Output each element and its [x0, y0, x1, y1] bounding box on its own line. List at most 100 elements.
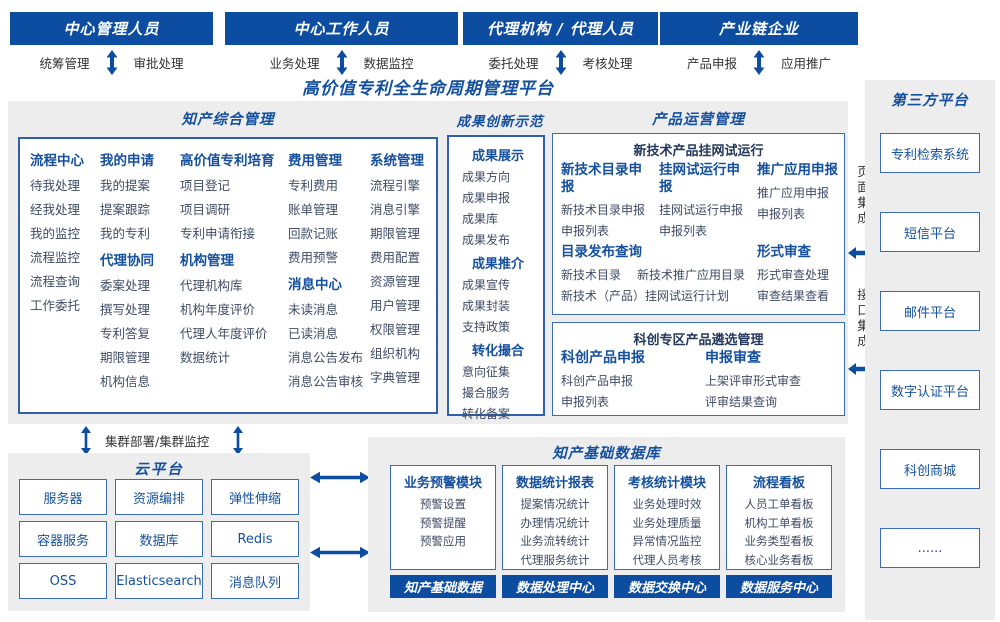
menu-item: 异常情况监控 — [632, 534, 702, 548]
double-arrow-vertical-icon — [80, 426, 92, 455]
comprehensive-title: 知产综合管理 — [181, 112, 275, 128]
double-arrow-vertical-icon — [106, 49, 118, 75]
menu-item: 流程引擎 — [370, 178, 421, 193]
ops-section-trial-declare: 挂网试运行申报 挂网试运行申报申报列表 — [659, 162, 753, 244]
menu-item: 期限管理 — [100, 350, 151, 365]
section-header: 业务预警模块 — [403, 476, 482, 491]
section-header: 申报审查 — [705, 350, 761, 366]
column-fee-management: 费用管理 专利费用账单管理回款记账费用预警 消息中心 未读消息已读消息消息公告发… — [288, 149, 363, 397]
db-module-warning: 业务预警模块 预警设置预警提醒预警应用 — [390, 465, 496, 570]
cloud-service-box: Redis — [211, 521, 299, 557]
third-party-box: 专利检索系统 — [880, 133, 980, 173]
menu-item: 撮合服务 — [462, 386, 511, 400]
cloud-service-box: 服务器 — [19, 479, 107, 515]
role-left-label: 委托处理 — [488, 55, 539, 71]
role-right-label: 审批处理 — [133, 55, 184, 71]
section-header: 流程中心 — [30, 153, 84, 169]
section-header: 机构管理 — [180, 253, 234, 269]
menu-item: 流程查询 — [30, 274, 81, 289]
double-arrow-horizontal-icon — [310, 471, 370, 484]
cloud-service-box: 消息队列 — [211, 563, 299, 599]
role-left-label: 业务处理 — [269, 55, 320, 71]
cloud-service-box: 资源编排 — [115, 479, 203, 515]
section-header: 形式审查 — [757, 244, 811, 260]
innovation-box: 成果展示 成果方向成果申报成果库成果发布 成果推介 成果宣传成果封装支持政策 转… — [447, 135, 545, 421]
menu-item: 机构年度评价 — [180, 302, 256, 317]
menu-item: 成果宣传 — [462, 278, 511, 292]
menu-item: 上架评审形式审查 — [705, 374, 802, 388]
menu-item: 用户管理 — [370, 298, 421, 313]
platform-title: 高价值专利全生命周期管理平台 — [302, 79, 554, 99]
menu-item: 业务类型看板 — [744, 534, 814, 548]
menu-item: 消息公告审核 — [288, 374, 364, 389]
ops-section-catalog-declare: 新技术目录申报 新技术目录申报申报列表 — [561, 162, 655, 244]
section-header: 推广应用申报 — [757, 162, 838, 178]
selection-box: 科创专区产品遴选管理 科创产品申报 科创产品申报申报列表 申报审查 上架评审形式… — [552, 322, 845, 416]
menu-item: 转化备案 — [462, 407, 511, 421]
cloud-service-box: 数据库 — [115, 521, 203, 557]
menu-item: 成果库 — [462, 212, 499, 226]
menu-item: 意向征集 — [462, 365, 511, 379]
menu-item: 新技术目录申报 — [561, 203, 646, 217]
ops-section-formal-review: 形式审查 形式审查处理审查结果查看 — [757, 244, 843, 309]
cloud-platform-title: 云平台 — [134, 462, 184, 478]
innovation-section-display: 成果展示 成果方向成果申报成果库成果发布 — [453, 145, 543, 249]
menu-item: 我的提案 — [100, 178, 151, 193]
db-footer-bar: 知产基础数据数据处理中心数据交换中心数据服务中心 — [390, 575, 832, 598]
third-party-box: 科创商城 — [880, 449, 980, 489]
menu-item: 申报列表 — [757, 207, 806, 221]
role-title-bar: 中心工作人员 — [225, 12, 458, 45]
role-right-label: 应用推广 — [781, 55, 832, 71]
third-party-box: 短信平台 — [880, 212, 980, 252]
menu-item: 提案跟踪 — [100, 202, 151, 217]
innovation-section-promotion: 成果推介 成果宣传成果封装支持政策 — [453, 253, 543, 336]
db-footer-button: 知产基础数据 — [390, 575, 496, 598]
column-system-management: 系统管理 流程引擎消息引擎期限管理费用配置资源管理用户管理权限管理组织机构字典管… — [370, 149, 424, 393]
menu-item: 办理情况统计 — [520, 515, 590, 530]
cloud-service-box: 容器服务 — [19, 521, 107, 557]
menu-item: 专利答复 — [100, 326, 151, 341]
menu-item: 形式审查处理 — [757, 268, 830, 282]
menu-item: 预警提醒 — [420, 515, 466, 530]
menu-item: 待我处理 — [30, 178, 81, 193]
trial-run-box: 新技术产品挂网试运行 新技术目录申报 新技术目录申报申报列表 挂网试运行申报 挂… — [552, 133, 845, 315]
menu-item: 审查结果查看 — [757, 289, 830, 303]
db-module-statistics: 数据统计报表 提案情况统计办理情况统计业务流转统计代理服务统计 — [502, 465, 608, 570]
menu-item: 业务处理时效 — [632, 497, 702, 511]
role-title-bar: 中心管理人员 — [10, 12, 213, 45]
menu-item: 数据统计 — [180, 350, 231, 365]
menu-item: 推广应用申报 — [757, 186, 830, 200]
menu-item: 账单管理 — [288, 202, 339, 217]
column-patent-cultivation: 高价值专利培育 项目登记项目调研专利申请衔接 机构管理 代理机构库机构年度评价代… — [180, 149, 275, 373]
menu-item: 成果发布 — [462, 233, 511, 247]
section-header: 挂网试运行申报 — [659, 162, 740, 195]
section-header: 目录发布查询 — [561, 244, 642, 260]
menu-item: 业务处理质量 — [632, 515, 702, 530]
menu-item: 流程监控 — [30, 250, 81, 265]
section-header: 系统管理 — [370, 153, 424, 169]
column-my-application: 我的申请 我的提案提案跟踪我的专利 代理协同 委案处理撰写处理专利答复期限管理机… — [100, 149, 154, 397]
menu-item: 经我处理 — [30, 202, 81, 217]
section-header: 代理协同 — [100, 253, 154, 269]
menu-item: 撰写处理 — [100, 302, 151, 317]
menu-item: 工作委托 — [30, 298, 81, 313]
menu-item: 委案处理 — [100, 278, 151, 293]
section-header: 考核统计模块 — [627, 476, 706, 491]
section-header: 流程看板 — [752, 476, 805, 491]
menu-item: 代理机构库 — [180, 278, 243, 293]
cloud-service-box: Elasticsearch — [115, 563, 203, 599]
role-group-center-managers: 中心管理人员 统筹管理 审批处理 — [10, 12, 213, 75]
menu-item: 支持政策 — [462, 320, 511, 334]
role-title-bar: 产业链企业 — [660, 12, 858, 45]
ops-section-declare-review: 申报审查 上架评审形式审查评审结果查询 — [705, 350, 840, 415]
section-header: 费用管理 — [288, 153, 342, 169]
selection-heading: 科创专区产品遴选管理 — [633, 333, 764, 348]
menu-item: 成果方向 — [462, 170, 511, 184]
role-left-label: 统筹管理 — [39, 55, 90, 71]
role-right-label: 数据监控 — [363, 55, 414, 71]
section-header: 高价值专利培育 — [180, 153, 275, 169]
menu-item: 新技术（产品）挂网试运行计划 — [561, 289, 730, 303]
db-module-assessment: 考核统计模块 业务处理时效业务处理质量异常情况监控代理人员考核 — [614, 465, 720, 570]
db-footer-button: 数据交换中心 — [614, 575, 720, 598]
